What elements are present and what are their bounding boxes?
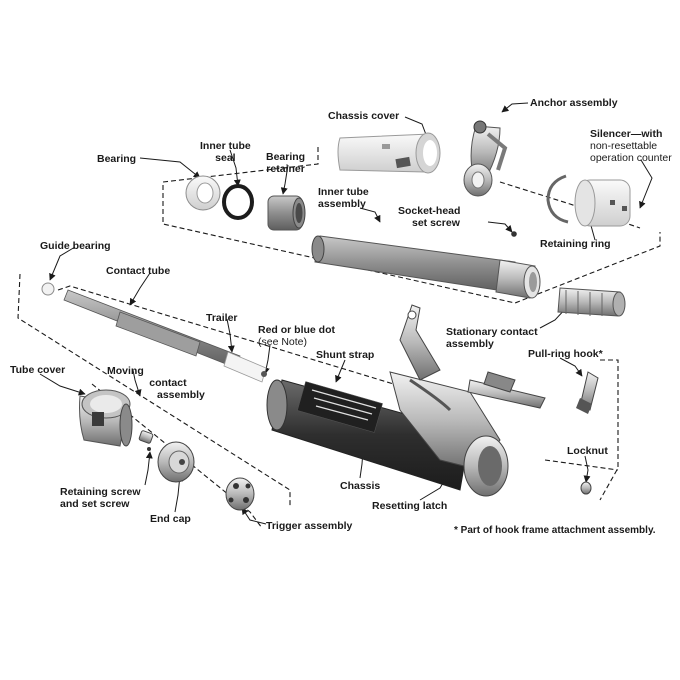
chassis-part	[266, 304, 546, 497]
label-silencer: Silencer—with non-resettable operation c…	[590, 128, 672, 164]
label-stationary-contact-line1: Stationary contact	[446, 326, 538, 338]
label-bearing-retainer-line2: retainer	[266, 163, 305, 175]
label-inner-tube-seal: Inner tube seal	[200, 140, 251, 164]
bearing-part	[185, 175, 221, 211]
label-locknut: Locknut	[567, 445, 608, 457]
assembly-dashed-lines	[17, 147, 661, 529]
label-trailer: Trailer	[206, 312, 238, 324]
label-socket-head-line2: set screw	[412, 217, 460, 229]
label-stationary-contact-line2: assembly	[446, 338, 494, 350]
label-red-blue-dot: Red or blue dot (see Note)	[258, 324, 335, 348]
label-chassis: Chassis	[340, 480, 381, 492]
label-retaining-screw-line2: and set screw	[60, 498, 130, 510]
label-resetting-latch: Resetting latch	[372, 500, 448, 512]
trigger-assembly-part	[225, 477, 255, 511]
socket-head-set-screw-part	[511, 231, 517, 237]
label-guide-bearing: Guide bearing	[40, 240, 111, 252]
label-inner-tube-assembly-line2: assembly	[318, 198, 366, 210]
label-moving-contact-line3: assembly	[157, 389, 205, 401]
label-inner-tube-seal-line1: Inner tube	[200, 140, 251, 152]
end-cap-part	[157, 441, 195, 483]
label-trigger-assembly: Trigger assembly	[266, 520, 353, 532]
label-retaining-ring: Retaining ring	[540, 238, 611, 250]
leader-lines	[39, 102, 653, 525]
label-moving-contact-assembly: Moving contact assembly	[107, 365, 205, 401]
label-socket-head-line1: Socket-head	[398, 205, 461, 217]
label-anchor-assembly: Anchor assembly	[530, 97, 618, 109]
label-silencer-line2: non-resettable	[590, 140, 658, 152]
label-stationary-contact: Stationary contact assembly	[446, 326, 538, 350]
label-bearing: Bearing	[97, 153, 137, 165]
pull-ring-hook-part	[576, 371, 599, 414]
guide-bearing-part	[41, 282, 55, 296]
retaining-ring-part	[546, 174, 569, 224]
label-red-blue-dot-line1: Red or blue dot	[258, 324, 335, 336]
label-retaining-screw-line1: Retaining screw	[60, 486, 141, 498]
anchor-assembly-part	[463, 120, 508, 197]
label-inner-tube-assembly-line1: Inner tube	[318, 186, 369, 198]
label-moving-contact-line2: contact	[149, 377, 187, 389]
inner-tube-seal-part	[222, 184, 254, 220]
label-retaining-screw: Retaining screw and set screw	[60, 486, 141, 510]
footnote: * Part of hook frame attachment assembly…	[454, 525, 656, 536]
chassis-cover-part	[337, 132, 441, 174]
label-inner-tube-seal-line2: seal	[215, 152, 236, 164]
label-bearing-retainer-line1: Bearing	[266, 151, 306, 163]
label-contact-tube: Contact tube	[106, 265, 171, 277]
label-silencer-line1: Silencer—with	[590, 128, 663, 140]
stationary-contact-part	[557, 287, 626, 317]
label-tube-cover: Tube cover	[10, 364, 66, 376]
label-socket-head-set-screw: Socket-head set screw	[398, 205, 460, 229]
label-bearing-retainer: Bearing retainer	[266, 151, 305, 175]
label-red-blue-dot-line2: (see Note)	[258, 336, 308, 348]
contact-tube-part	[63, 289, 241, 369]
inner-tube-assembly-part	[311, 235, 541, 299]
label-pull-ring-hook: Pull-ring hook*	[528, 348, 603, 360]
trailer-part	[223, 351, 267, 383]
locknut-part	[580, 481, 592, 495]
label-silencer-line3: operation counter	[590, 152, 672, 164]
tube-cover-part	[79, 389, 133, 447]
retaining-screw-part	[138, 430, 154, 451]
label-end-cap: End cap	[150, 513, 191, 525]
silencer-part	[574, 179, 631, 227]
label-chassis-cover: Chassis cover	[328, 110, 400, 122]
bearing-retainer-part	[267, 195, 306, 231]
label-moving-contact-line1: Moving	[107, 365, 144, 377]
label-inner-tube-assembly: Inner tube assembly	[318, 186, 369, 210]
label-shunt-strap: Shunt strap	[316, 349, 375, 361]
